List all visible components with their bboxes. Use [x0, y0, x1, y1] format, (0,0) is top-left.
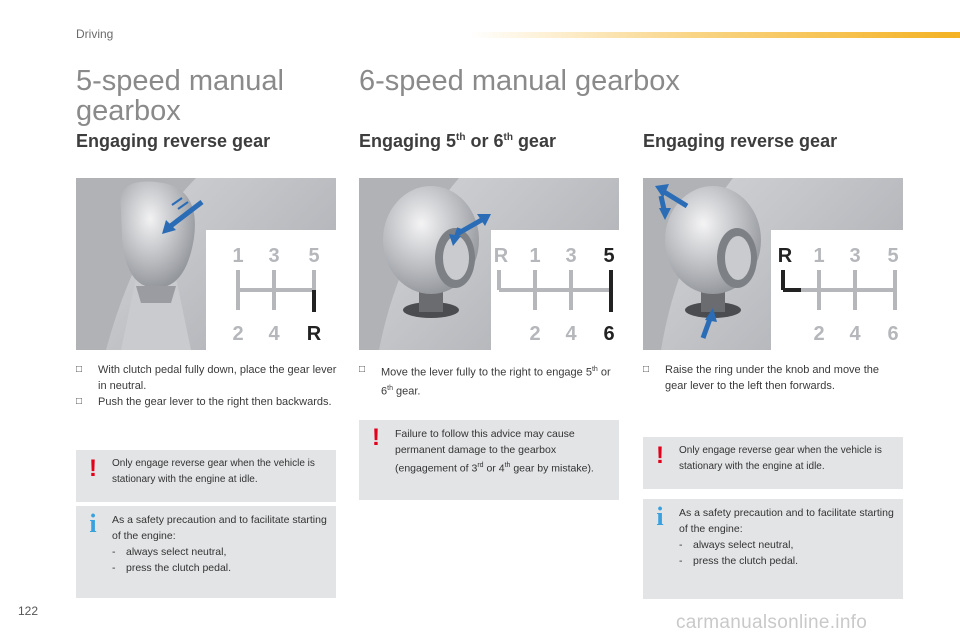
middle-warning-note: ! Failure to follow this advice may caus… — [359, 420, 619, 500]
square-bullet-icon: □ — [643, 364, 650, 375]
gear-label-top-3: 5 — [887, 245, 898, 267]
gear-label-bottom-0: 2 — [529, 323, 540, 345]
gear-label-top-2: 3 — [849, 245, 860, 267]
right-heading: Engaging reverse gear — [643, 131, 838, 151]
left-info-note: i As a safety precaution and to facilita… — [76, 506, 336, 598]
gear-label-top-2: 3 — [565, 245, 576, 267]
middle-heading: Engaging 5th or 6th gear — [359, 131, 556, 151]
square-bullet-icon: □ — [76, 364, 83, 375]
gear-label-bottom-2: 6 — [603, 323, 614, 345]
gear-label-top-3: 5 — [603, 245, 614, 267]
gear-label-top-0: R — [494, 245, 509, 267]
figure-6speed-reverse: R 1 3 5 2 4 6 — [643, 178, 903, 350]
left-warning-note: ! Only engage reverse gear when the vehi… — [76, 450, 336, 502]
arrow-icon — [162, 197, 204, 234]
square-bullet-icon: □ — [359, 364, 366, 375]
header-accent-bar — [470, 32, 960, 38]
gear-label-bottom-2: 6 — [887, 323, 898, 345]
gear-label-top-2: 5 — [308, 245, 319, 267]
instruction-item: □ Raise the ring under the knob and move… — [643, 364, 880, 392]
middle-title: 6-speed manual gearbox — [359, 65, 680, 97]
middle-instructions: □ Move the lever fully to the right to e… — [359, 362, 617, 399]
right-instructions: □ Raise the ring under the knob and move… — [643, 362, 903, 394]
gear-label-top-1: 1 — [813, 245, 824, 267]
arrow-icon — [449, 214, 491, 246]
info-icon: i — [656, 502, 664, 531]
arrow-icon — [655, 184, 717, 339]
exclamation-icon: ! — [89, 455, 97, 482]
left-heading: Engaging reverse gear — [76, 131, 271, 151]
gear-label-bottom-1: 4 — [565, 323, 577, 345]
section-label: Driving — [76, 27, 114, 41]
figure-6speed-5th-6th: R 1 3 5 2 4 6 — [359, 178, 619, 350]
gear-label-top-0: R — [778, 245, 793, 267]
gear-label-bottom-1: 4 — [849, 323, 861, 345]
gear-label-bottom-2: R — [307, 323, 322, 345]
watermark: carmanualsonline.info — [676, 612, 868, 633]
right-warning-note: ! Only engage reverse gear when the vehi… — [643, 437, 903, 489]
gear-label-bottom-0: 2 — [232, 323, 243, 345]
info-icon: i — [89, 509, 97, 538]
left-title: 5-speed manual gearbox — [76, 65, 284, 127]
left-instructions: □ With clutch pedal fully down, place th… — [76, 362, 338, 410]
figure-5speed-reverse: 1 3 5 2 4 R — [76, 178, 336, 350]
instruction-item: □ Push the gear lever to the right then … — [76, 396, 332, 408]
instruction-item: □ Move the lever fully to the right to e… — [359, 364, 611, 398]
lever-boot-shape — [121, 278, 191, 350]
gear-knob-shape — [120, 181, 195, 288]
exclamation-icon: ! — [372, 424, 380, 451]
gear-label-bottom-1: 4 — [268, 323, 280, 345]
page-number: 122 — [18, 604, 39, 618]
gear-label-bottom-0: 2 — [813, 323, 824, 345]
exclamation-icon: ! — [656, 442, 664, 469]
instruction-item: □ With clutch pedal fully down, place th… — [76, 364, 337, 392]
square-bullet-icon: □ — [76, 396, 83, 407]
gear-label-top-0: 1 — [232, 245, 243, 267]
gear-label-top-1: 1 — [529, 245, 540, 267]
gear-label-top-1: 3 — [268, 245, 279, 267]
right-info-note: i As a safety precaution and to facilita… — [643, 499, 903, 599]
